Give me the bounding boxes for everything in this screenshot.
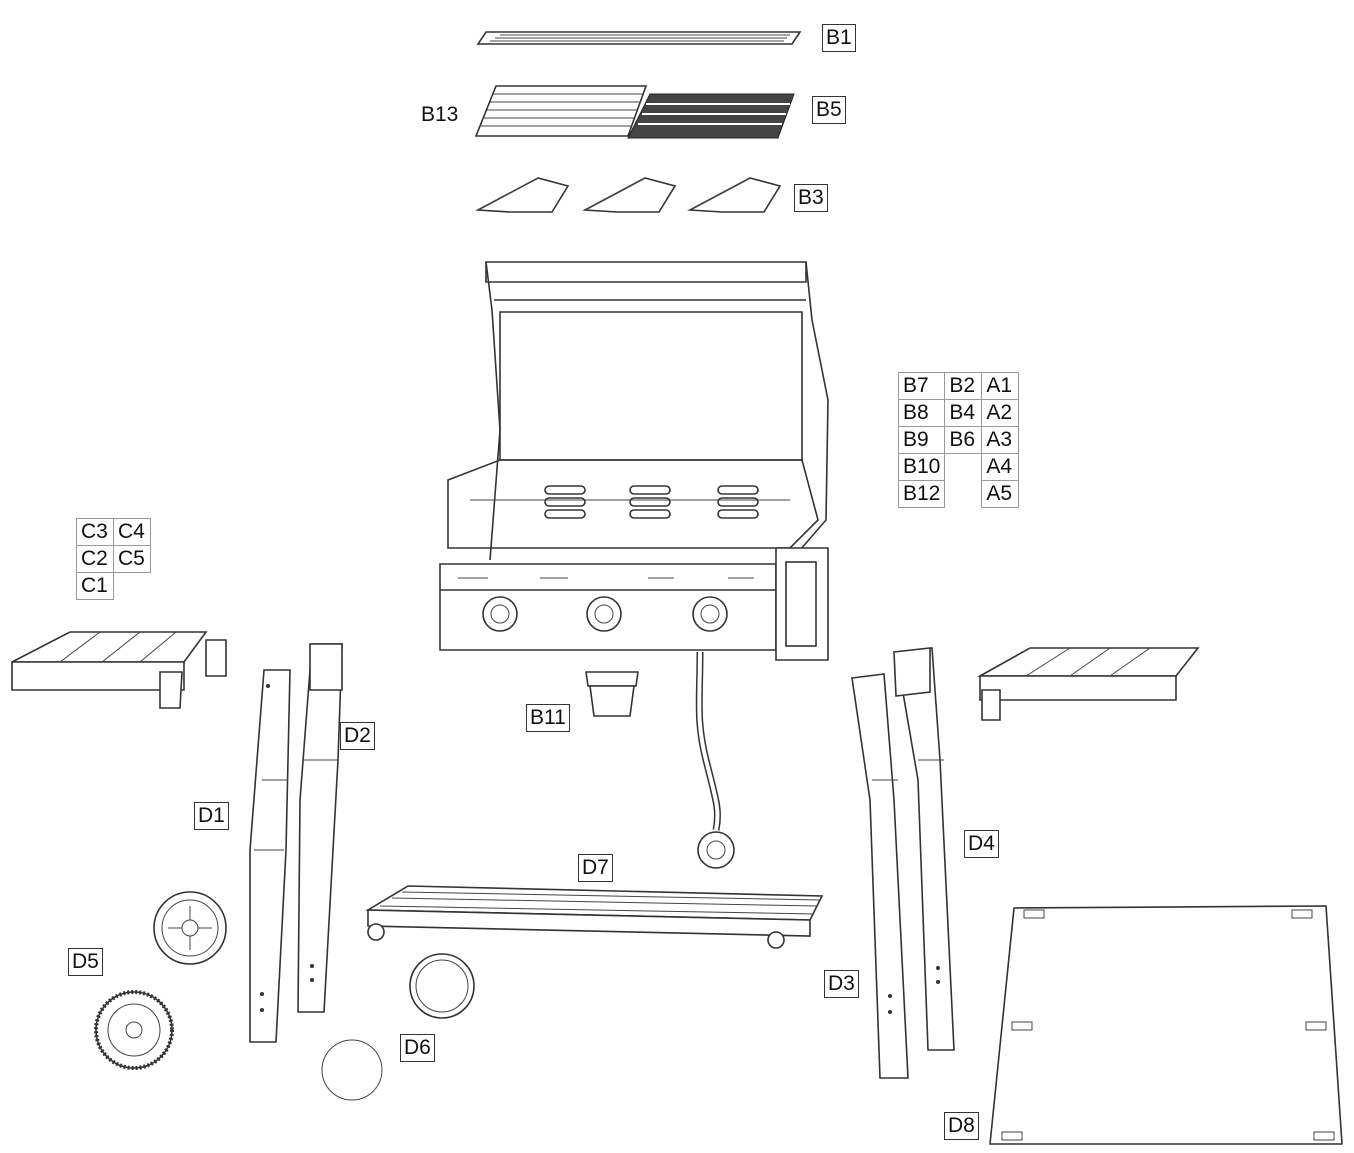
flame-tamer-parts <box>475 177 782 213</box>
griddle-plate-part <box>627 93 795 139</box>
grid-cell: C1 <box>76 572 114 600</box>
label-b11: B11 <box>526 704 570 732</box>
label-d8: D8 <box>944 1112 979 1140</box>
left-side-shelf-part <box>11 631 227 709</box>
bottom-shelf-part <box>365 885 824 949</box>
leg-d4-part <box>893 647 955 1051</box>
label-d5: D5 <box>68 948 103 976</box>
leg-d3-part <box>851 673 909 1079</box>
leg-d2-part <box>297 643 343 1013</box>
label-d3: D3 <box>824 970 859 998</box>
grid-cell: A3 <box>981 426 1020 454</box>
grid-cell: B10 <box>897 453 946 481</box>
grid-cell: B8 <box>897 399 946 427</box>
grid-cell: A4 <box>981 453 1020 481</box>
grid-cell: A1 <box>981 372 1020 400</box>
label-b13: B13 <box>421 103 459 126</box>
label-b1: B1 <box>822 24 856 52</box>
label-d2: D2 <box>340 722 375 750</box>
label-b5: B5 <box>812 96 846 124</box>
cooking-grate-part <box>474 85 648 137</box>
gas-hose-regulator <box>695 651 735 869</box>
grid-cell: C2 <box>76 545 114 573</box>
grid-cell: B4 <box>944 399 983 427</box>
leg-d1-part <box>249 669 291 1043</box>
grid-cell-empty <box>945 481 982 508</box>
base-panel-part <box>989 905 1343 1145</box>
grid-cell: C4 <box>113 518 151 546</box>
grid-cell: A5 <box>981 480 1020 508</box>
label-d6: D6 <box>400 1034 435 1062</box>
grid-cell-empty <box>945 454 982 481</box>
grid-cell: B6 <box>944 426 983 454</box>
cover-disc-parts <box>321 953 475 1101</box>
grid-cell: A2 <box>981 399 1020 427</box>
wheel-parts <box>94 891 227 1070</box>
right-side-shelf-part <box>976 647 1200 721</box>
grid-cell: B7 <box>897 372 946 400</box>
grid-cell: C3 <box>76 518 114 546</box>
grid-cell-empty <box>114 573 151 600</box>
label-b3: B3 <box>794 184 828 212</box>
label-d7: D7 <box>578 854 613 882</box>
label-d1: D1 <box>194 802 229 830</box>
warming-rack-part <box>476 31 802 45</box>
grid-cell: C5 <box>113 545 151 573</box>
grid-cell: B12 <box>897 480 946 508</box>
grid-cell: B9 <box>897 426 946 454</box>
grease-cup-part <box>585 671 639 717</box>
grill-head-assembly <box>439 261 829 661</box>
grid-cell: B2 <box>944 372 983 400</box>
label-d4: D4 <box>964 830 999 858</box>
